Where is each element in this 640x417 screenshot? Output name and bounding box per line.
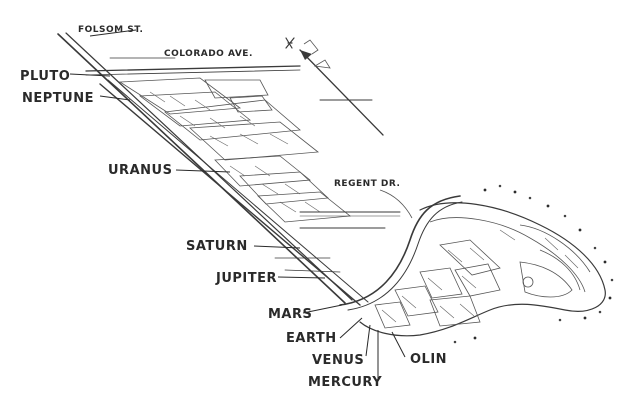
street-label-colorado: COLORADO AVE. bbox=[164, 49, 253, 59]
planet-label-jupiter: JUPITER bbox=[215, 271, 277, 286]
tree-stipple bbox=[453, 184, 614, 344]
lower-campus-cluster bbox=[359, 184, 614, 344]
side-roads bbox=[274, 99, 401, 273]
north-arrow-icon bbox=[285, 37, 384, 136]
middle-building-blocks bbox=[214, 155, 352, 223]
planet-label-saturn: SATURN bbox=[186, 239, 248, 254]
planet-label-mercury: MERCURY bbox=[308, 375, 382, 390]
main-road-corridor bbox=[57, 32, 369, 306]
label-leaders bbox=[69, 29, 406, 380]
regent-drive bbox=[339, 189, 463, 311]
cross-streets bbox=[85, 57, 301, 76]
planet-label-pluto: PLUTO bbox=[20, 69, 70, 84]
planet-label-mars: MARS bbox=[268, 307, 312, 322]
upper-building-blocks bbox=[118, 77, 320, 161]
planet-label-venus: VENUS bbox=[312, 353, 364, 368]
planet-label-uranus: URANUS bbox=[108, 163, 172, 178]
street-label-folsom: FOLSOM ST. bbox=[78, 25, 143, 35]
planet-label-neptune: NEPTUNE bbox=[22, 91, 94, 106]
street-label-regent: REGENT DR. bbox=[334, 179, 400, 189]
landmark-label-olin: OLIN bbox=[410, 352, 447, 367]
planet-label-earth: EARTH bbox=[286, 331, 337, 346]
